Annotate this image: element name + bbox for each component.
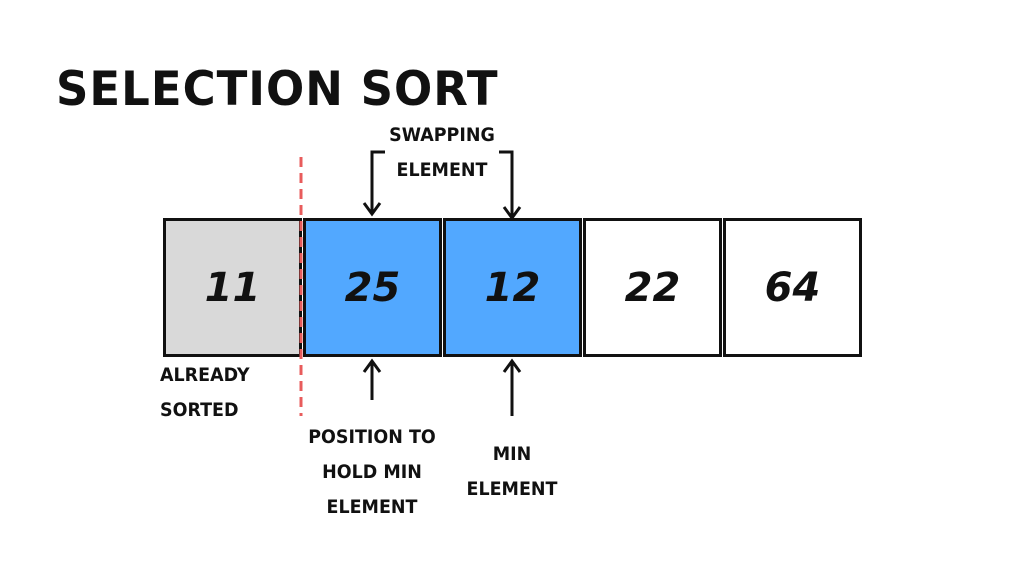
label-line: POSITION TO: [308, 426, 436, 448]
up-arrow-position: [362, 358, 382, 400]
up-arrow-min: [502, 358, 522, 416]
swapping-element-label: SWAPPING ELEMENT: [385, 118, 499, 188]
array-cell-1: 25: [303, 218, 442, 357]
array-cell-3: 22: [583, 218, 722, 357]
label-line: SORTED: [160, 399, 239, 421]
already-sorted-label: ALREADY SORTED: [160, 358, 249, 428]
array-cell-0: 11: [163, 218, 302, 357]
label-line: ELEMENT: [466, 478, 558, 500]
label-line: HOLD MIN: [322, 461, 422, 483]
label-line: ALREADY: [160, 364, 250, 386]
min-element-label: MIN ELEMENT: [464, 437, 560, 507]
label-line: ELEMENT: [396, 159, 488, 181]
diagram-title: SELECTION SORT: [56, 60, 499, 117]
label-line: ELEMENT: [326, 496, 418, 518]
array-cell-2: 12: [443, 218, 582, 357]
label-line: SWAPPING: [389, 124, 495, 146]
array-cell-4: 64: [723, 218, 862, 357]
swap-bracket-arrows: [362, 150, 522, 221]
label-line: MIN: [492, 443, 532, 465]
position-label: POSITION TO HOLD MIN ELEMENT: [308, 420, 437, 525]
